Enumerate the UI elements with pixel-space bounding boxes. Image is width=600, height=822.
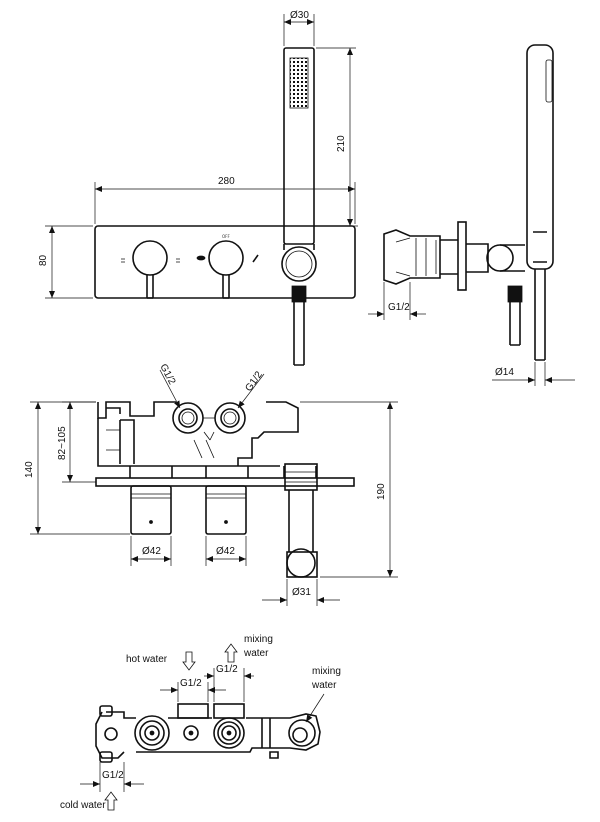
plan-view: hot water mixing water mixing water G1/2 (60, 634, 341, 811)
svg-text:mixing: mixing (312, 666, 341, 677)
plan-inlet-block (177, 703, 209, 741)
plan-outlet (261, 718, 316, 759)
section-outlet (284, 463, 318, 578)
dim-inlet-right: G1/2 (237, 369, 265, 409)
right-knob-mark-left (196, 255, 206, 261)
svg-text:G1/2: G1/2 (388, 302, 410, 313)
dim-handset-diameter: Ø30 (283, 10, 315, 46)
plan-spindle-left (134, 715, 170, 751)
dim-depth-range: 82~105 (57, 401, 96, 483)
side-view: G1/2 Ø14 (368, 44, 575, 386)
svg-text:140: 140 (24, 461, 35, 478)
section-knob-right (205, 485, 247, 535)
mixing-water-outlet-label: mixing water (305, 666, 341, 723)
left-knob-mark-left (121, 258, 125, 263)
dim-cold-connection: G1/2 (80, 762, 144, 792)
svg-text:mixing: mixing (244, 634, 273, 645)
outlet-elbow (466, 243, 489, 273)
dim-outlet: Ø31 (262, 579, 340, 606)
mixing-water-flow: mixing water (224, 634, 273, 663)
right-knob: OFF (196, 234, 259, 299)
svg-text:water: water (243, 648, 269, 659)
front-view: OFF Ø30 210 (38, 10, 358, 366)
svg-text:cold water: cold water (60, 800, 106, 811)
off-mark: OFF (222, 234, 230, 239)
svg-text:210: 210 (336, 135, 347, 152)
svg-text:G1/2: G1/2 (157, 362, 177, 387)
section-knob-left (130, 485, 172, 535)
dim-hot-connection: G1/2 (160, 678, 226, 702)
dim-inlet-left: G1/2 (157, 362, 181, 409)
svg-text:G1/2: G1/2 (102, 770, 124, 781)
inlet-port-left (172, 402, 204, 434)
spray-face (289, 57, 309, 109)
hot-water-arrow-icon (182, 651, 196, 671)
left-knob-mark-right (176, 258, 180, 263)
dim-plate-width: 280 (94, 176, 356, 224)
svg-text:water: water (311, 680, 337, 691)
section-view: G1/2 G1/2 82~105 140 190 (24, 362, 398, 606)
dim-knob-right: Ø42 (205, 536, 247, 566)
svg-text:Ø42: Ø42 (142, 546, 161, 557)
dim-total-depth: 190 (300, 401, 398, 578)
dim-knob-left: Ø42 (130, 536, 172, 566)
dim-side-connection: G1/2 (368, 282, 426, 320)
svg-text:G1/2: G1/2 (216, 664, 238, 675)
dim-plate-height: 80 (38, 225, 93, 299)
plan-spindle-right (213, 703, 245, 749)
plan-nut-left (99, 705, 118, 763)
svg-text:190: 190 (376, 483, 387, 500)
side-plate (457, 221, 467, 291)
svg-text:280: 280 (218, 176, 235, 187)
svg-text:hot water: hot water (126, 654, 168, 665)
hose (293, 302, 305, 366)
svg-text:Ø42: Ø42 (216, 546, 235, 557)
svg-text:Ø14: Ø14 (495, 367, 514, 378)
dim-handset-length: 210 (316, 47, 358, 227)
svg-text:G1/2: G1/2 (243, 369, 265, 393)
side-handset (526, 44, 554, 361)
handset (281, 47, 317, 366)
cold-water-flow: cold water (60, 791, 118, 811)
plan-body (95, 711, 321, 759)
svg-text:80: 80 (38, 254, 49, 266)
right-knob-mark-right (252, 254, 259, 263)
svg-text:Ø30: Ø30 (290, 10, 309, 21)
svg-text:82~105: 82~105 (57, 426, 68, 460)
hot-water-flow: hot water (126, 651, 196, 671)
mixing-water-arrow-icon (224, 643, 238, 663)
concealed-body (97, 401, 299, 466)
left-knob (121, 240, 180, 299)
dim-hose-diameter: Ø14 (492, 362, 575, 386)
svg-text:Ø31: Ø31 (292, 587, 311, 598)
cold-water-arrow-icon (104, 791, 118, 811)
dim-body-depth: 140 (24, 401, 130, 535)
inlet-port-right (214, 402, 246, 434)
dim-mixing-connection: G1/2 (204, 664, 254, 702)
svg-text:G1/2: G1/2 (180, 678, 202, 689)
valve-body (383, 229, 441, 285)
